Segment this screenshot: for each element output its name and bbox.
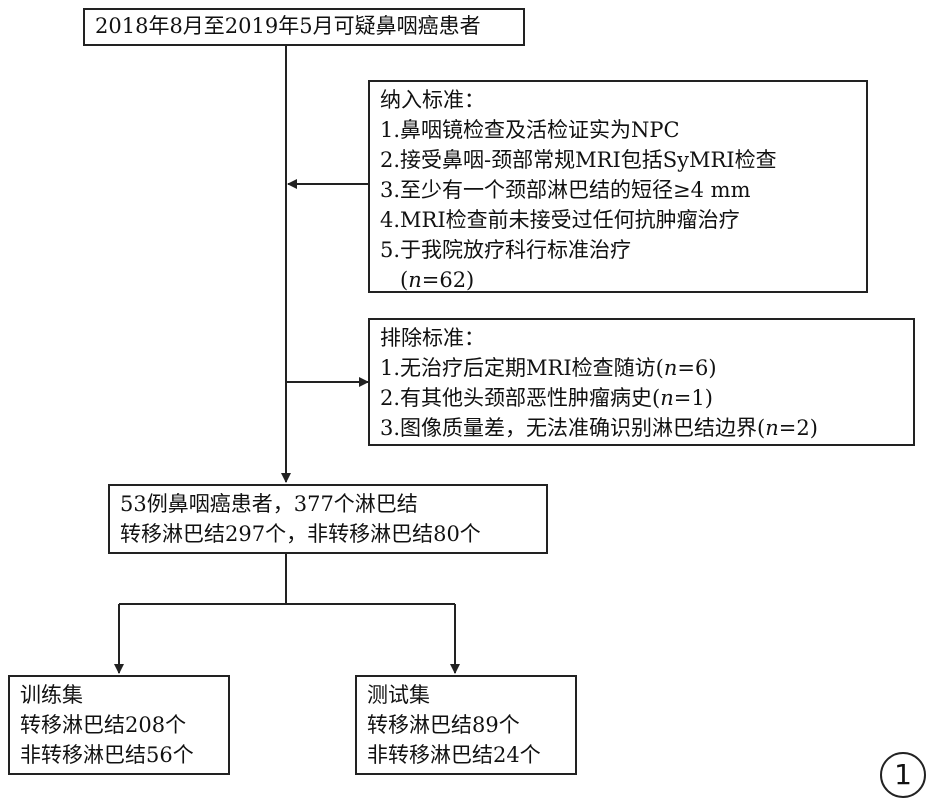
testing-metastatic: 转移淋巴结89个: [367, 713, 520, 737]
inclusion-item: 1.鼻咽镜检查及活检证实为NPC: [380, 118, 680, 142]
exclusion-item: 1.无治疗后定期MRI检查随访(n=6): [380, 356, 717, 380]
cohort-breakdown: 转移淋巴结297个，非转移淋巴结80个: [120, 522, 481, 546]
exclusion-title: 排除标准：: [380, 326, 485, 350]
training-metastatic: 转移淋巴结208个: [20, 713, 187, 737]
inclusion-item: 3.至少有一个颈部淋巴结的短径≥4 mm: [380, 178, 751, 202]
training-non-metastatic: 非转移淋巴结56个: [20, 743, 194, 767]
testing-set-box: 测试集 转移淋巴结89个 非转移淋巴结24个: [355, 675, 577, 775]
source-population-box: 2018年8月至2019年5月可疑鼻咽癌患者: [83, 8, 525, 46]
inclusion-item: 4.MRI检查前未接受过任何抗肿瘤治疗: [380, 208, 740, 232]
testing-non-metastatic: 非转移淋巴结24个: [367, 743, 541, 767]
inclusion-item: 2.接受鼻咽-颈部常规MRI包括SyMRI检查: [380, 148, 777, 172]
inclusion-item: 5.于我院放疗科行标准治疗: [380, 238, 632, 262]
source-population-text: 2018年8月至2019年5月可疑鼻咽癌患者: [95, 14, 481, 38]
cohort-box: 53例鼻咽癌患者，377个淋巴结 转移淋巴结297个，非转移淋巴结80个: [108, 484, 548, 554]
exclusion-item: 3.图像质量差，无法准确识别淋巴结边界(n=2): [380, 416, 818, 440]
inclusion-criteria-box: 纳入标准： 1.鼻咽镜检查及活检证实为NPC 2.接受鼻咽-颈部常规MRI包括S…: [368, 80, 868, 293]
exclusion-criteria-box: 排除标准： 1.无治疗后定期MRI检查随访(n=6) 2.有其他头颈部恶性肿瘤病…: [368, 318, 915, 446]
cohort-summary: 53例鼻咽癌患者，377个淋巴结: [120, 492, 418, 516]
training-set-box: 训练集 转移淋巴结208个 非转移淋巴结56个: [8, 675, 230, 775]
exclusion-item: 2.有其他头颈部恶性肿瘤病史(n=1): [380, 386, 713, 410]
inclusion-title: 纳入标准：: [380, 88, 485, 112]
testing-title: 测试集: [367, 683, 430, 707]
figure-number-badge: 1: [880, 752, 926, 798]
inclusion-count: (n=62): [400, 268, 475, 292]
training-title: 训练集: [20, 683, 83, 707]
